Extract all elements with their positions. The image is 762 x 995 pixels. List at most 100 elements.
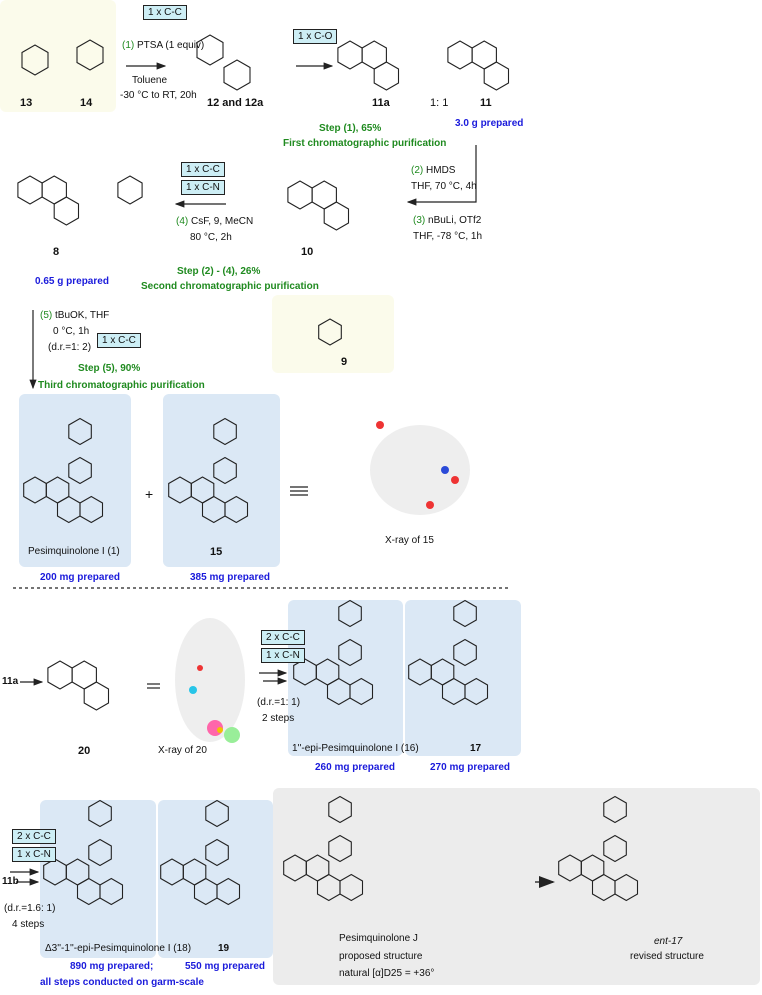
ring [311,180,337,210]
ring [196,34,224,66]
ring [361,40,387,70]
compound-17-label: 17 [470,743,482,754]
compound-17-box [405,600,521,756]
reagent-9-box [272,295,394,373]
ring [337,40,363,70]
ring [580,854,605,882]
step5-purification: Third chromatographic purification [38,380,205,391]
ring [76,39,104,71]
step5-reagent: (5) tBuOK, THF [40,310,110,321]
step2-reagent: (2) HMDS [411,165,456,176]
ring [223,59,251,91]
ring [326,677,351,706]
ring [603,795,627,824]
step1-conditions: -30 °C to RT, 20h [120,90,197,101]
compound-18-amount: 890 mg prepared; [70,961,154,972]
bond-tag-cn: 1 x C-N [181,180,225,195]
ring [88,799,112,828]
step4-purification: Second chromatographic purification [141,281,319,292]
step3-reagent: (3) nBuLi, OTf2 [413,215,482,226]
ring [117,175,143,205]
compound-19-box [158,800,273,958]
optical-rotation: natural [α]D25 = +36° [339,968,435,979]
ring [315,658,340,686]
ring [316,873,341,902]
ring [338,638,362,667]
ring [338,599,362,628]
compound-10-label: 10 [301,246,314,258]
step4-reagent: (4) CsF, 9, MeCN [176,216,254,227]
compound-8-amount: 0.65 g prepared [35,276,109,287]
ring [79,495,104,524]
bond-tag-cc: 1 x C-C [97,333,141,348]
compound-1-label: Pesimquinolone I (1) [28,546,120,557]
ring [68,456,92,485]
ring [339,873,364,902]
ring [328,834,352,863]
pesimquinolone-j-label: Pesimquinolone J [339,933,418,944]
proposed-structure-note: proposed structure [339,951,423,962]
ring [447,40,473,70]
route3-steps: 4 steps [12,919,45,930]
step1-solvent: Toluene [132,75,168,86]
compound-18-note: all steps conducted on garm-scale [40,977,204,988]
compound-18-label: Δ3''-1''-epi-Pesimquinolone I (18) [45,943,192,954]
ring [287,180,313,210]
ring [47,660,73,690]
ring [305,854,330,882]
compound-14-label: 14 [80,97,93,109]
ring [483,61,510,91]
ring [99,877,124,906]
ring [88,838,112,867]
step1-reagent: (1) PTSA (1 equiv) [122,40,205,51]
step1-purification: First chromatographic purification [283,138,447,149]
compound-17-amount: 270 mg prepared [430,762,511,773]
ring [349,677,374,706]
ring [68,417,92,446]
step3-conditions: THF, -78 °C, 1h [413,231,483,242]
ring [603,834,627,863]
ring [323,201,350,231]
compound-8-label: 8 [53,246,60,258]
ring [45,476,70,504]
ring [190,476,215,504]
step5-yield: Step (5), 90% [78,363,141,374]
xray-15-caption: X-ray of 15 [385,535,434,546]
ring [408,658,432,686]
compound-1-amount: 200 mg prepared [40,572,121,583]
ring [41,175,67,205]
compound-11a-label: 11a [372,97,390,109]
bond-tag-cn: 1 x C-N [261,648,305,663]
ent-17-label: ent-17 [654,936,683,947]
arrow-step2-3 [406,145,477,206]
route2-dr: (d.r.=1: 1) [257,697,301,708]
ring [216,877,241,906]
compound-18-box [40,800,156,958]
route2-steps: 2 steps [262,713,295,724]
starting-materials-box [0,0,116,112]
ring [453,599,477,628]
compound-11-label: 11 [480,97,492,109]
compound-16-label: 1''-epi-Pesimquinolone I (16) [292,743,419,754]
ring [614,873,639,902]
bond-tag-co: 1 x C-O [293,29,338,44]
step5-conditions: 0 °C, 1h [53,326,90,337]
ring [318,318,342,346]
ring [471,40,497,70]
ring [56,495,81,524]
plus-sign: + [145,486,154,502]
compound-11b-start: 11b [2,876,19,887]
compound-15-label: 15 [210,546,223,558]
step2-conditions: THF, 70 °C, 4h [411,181,477,192]
ring [53,196,80,226]
compound-11a-start: 11a [2,676,19,687]
ring [23,476,47,504]
ring [21,44,49,76]
xray-structure-20 [175,618,245,743]
ring [205,838,229,867]
ring [591,873,616,902]
ring [205,799,229,828]
ring [213,456,237,485]
compound-13-label: 13 [20,97,33,109]
